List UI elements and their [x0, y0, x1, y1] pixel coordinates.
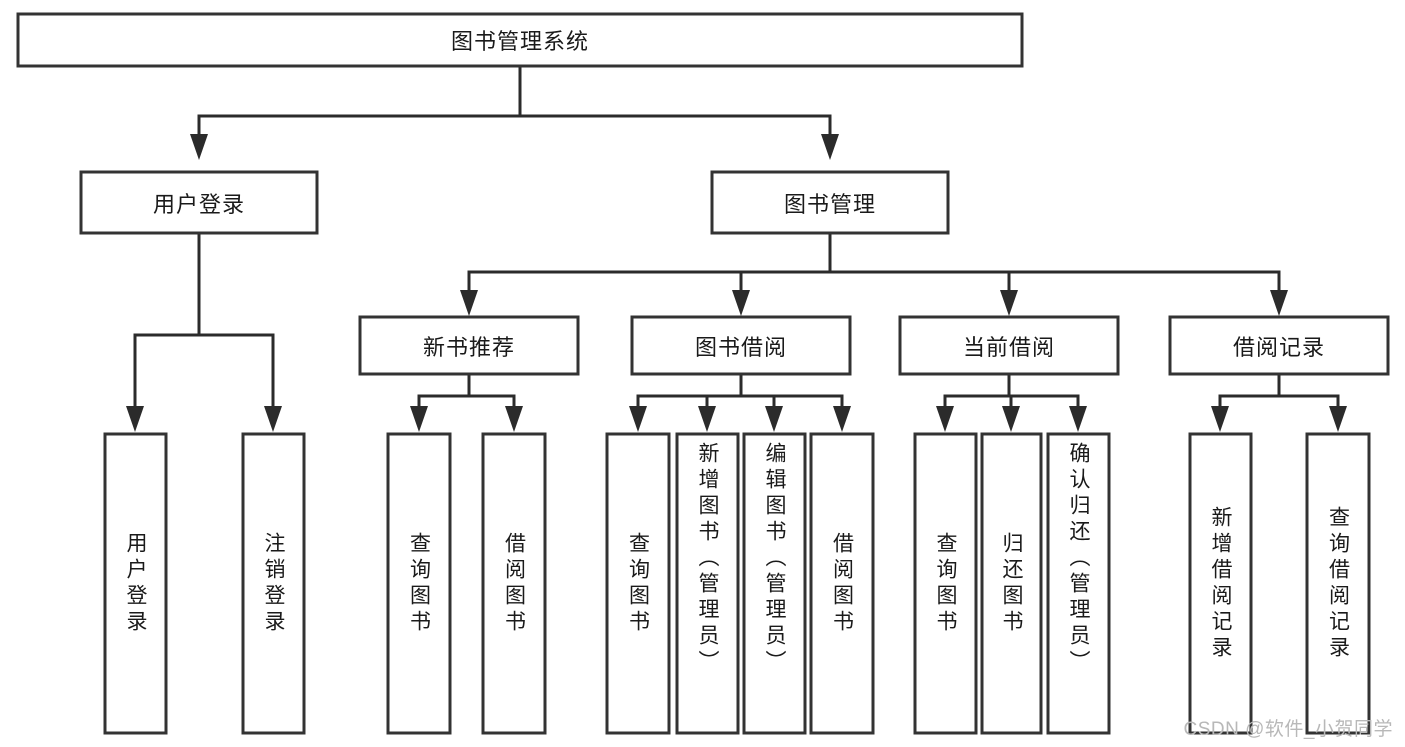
arrow-to-borrow-record: [1270, 290, 1288, 316]
node-box-leaf-return-book[interactable]: [980, 432, 1043, 735]
arrow-to-new-book-recommend: [460, 290, 478, 316]
node-box-leaf-borrow-book-2[interactable]: [809, 432, 875, 735]
arrow-to-current-borrow: [1000, 290, 1018, 316]
node-box-user-login[interactable]: [79, 170, 319, 235]
node-box-new-book-recommend[interactable]: [358, 315, 580, 376]
arrow-to-leaf-query-book-1: [410, 406, 428, 432]
node-box-root[interactable]: [16, 12, 1024, 68]
node-box-book-borrow[interactable]: [630, 315, 852, 376]
arrow-to-book-borrow: [732, 290, 750, 316]
node-box-leaf-add-record[interactable]: [1188, 432, 1253, 735]
node-box-leaf-add-book[interactable]: [675, 432, 740, 735]
arrow-to-leaf-edit-book: [765, 406, 783, 432]
connectors: [126, 64, 1347, 432]
arrow-to-leaf-query-book-2: [629, 406, 647, 432]
arrow-to-leaf-add-record: [1211, 406, 1229, 432]
node-box-leaf-logout-login[interactable]: [241, 432, 306, 735]
arrow-to-leaf-return-book: [1002, 406, 1020, 432]
node-box-leaf-user-login[interactable]: [103, 432, 168, 735]
arrow-to-book-management: [821, 134, 839, 160]
node-box-leaf-query-book-1[interactable]: [386, 432, 452, 735]
arrow-to-leaf-confirm-return: [1069, 406, 1087, 432]
arrow-to-leaf-add-book: [698, 406, 716, 432]
arrow-to-leaf-logout-login: [264, 406, 282, 432]
arrow-to-leaf-query-book-3: [936, 406, 954, 432]
node-box-leaf-query-record[interactable]: [1305, 432, 1371, 735]
arrow-to-leaf-borrow-book-1: [505, 406, 523, 432]
node-box-current-borrow[interactable]: [898, 315, 1120, 376]
node-box-borrow-record[interactable]: [1168, 315, 1390, 376]
node-box-leaf-borrow-book-1[interactable]: [481, 432, 547, 735]
node-box-leaf-query-book-2[interactable]: [605, 432, 671, 735]
node-box-leaf-query-book-3[interactable]: [913, 432, 978, 735]
arrow-to-leaf-borrow-book-2: [833, 406, 851, 432]
arrow-to-leaf-user-login: [126, 406, 144, 432]
node-boxes: [16, 12, 1390, 735]
node-box-book-management[interactable]: [710, 170, 950, 235]
node-box-leaf-confirm-return[interactable]: [1046, 432, 1111, 735]
arrow-to-user-login: [190, 134, 208, 160]
node-box-leaf-edit-book[interactable]: [742, 432, 807, 735]
arrow-to-leaf-query-record: [1329, 406, 1347, 432]
